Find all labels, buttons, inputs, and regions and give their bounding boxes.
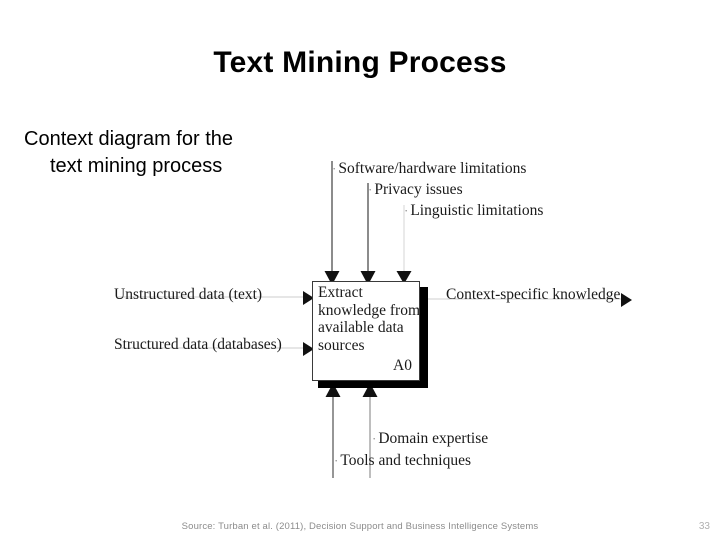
bullet-glyph-icon: ·: [404, 203, 409, 218]
output-label-context-specific-knowledge: Context-specific knowledge: [446, 286, 620, 303]
body-text-line-2: text mining process: [50, 155, 223, 177]
activity-box: [312, 281, 420, 381]
input-label-structured-data: Structured data (databases): [114, 336, 282, 353]
activity-box-code: A0: [393, 357, 412, 374]
activity-box-shadow-bottom: [318, 379, 428, 388]
bullet-glyph-icon: ·: [368, 182, 373, 197]
mechanism-label-text-1: Domain expertise: [378, 430, 489, 447]
input-label-text-2: Structured data (databases): [114, 336, 282, 353]
control-label-linguistic-limitations: ·Linguistic limitations: [404, 202, 543, 219]
activity-box-label: Extract knowledge from available data so…: [318, 284, 421, 354]
input-label-text-1: Unstructured data (text): [114, 286, 263, 303]
control-label-software-hardware-limitations: ·Software/hardware limitations: [332, 160, 526, 177]
input-arrow-1: [118, 291, 314, 305]
source-note: Source: Turban et al. (2011), Decision S…: [181, 521, 539, 532]
control-arrow-2: [360, 183, 376, 285]
control-label-privacy-issues: ·Privacy issues: [368, 181, 463, 198]
mechanism-label-text-2: Tools and techniques: [340, 452, 471, 469]
control-arrow-3: [396, 205, 412, 284]
mechanism-label-domain-expertise: ·Domain expertise: [372, 430, 488, 447]
page-number: 33: [698, 521, 710, 532]
input-label-unstructured-data: Unstructured data (text): [114, 286, 262, 303]
bullet-glyph-icon: ·: [332, 161, 337, 176]
bullet-glyph-icon: ·: [334, 453, 339, 468]
body-text-line-1: Context diagram for the: [24, 128, 233, 150]
output-arrow-1: [428, 293, 632, 307]
body-text-block: Context diagram for the text mining proc…: [24, 126, 300, 180]
control-label-text-1: Software/hardware limitations: [338, 160, 527, 177]
page-title: Text Mining Process: [213, 46, 507, 79]
control-arrow-1: [324, 161, 340, 285]
bullet-glyph-icon: ·: [372, 431, 377, 446]
output-label-text-1: Context-specific knowledge: [446, 286, 621, 303]
input-arrow-2: [118, 342, 314, 356]
control-label-text-3: Linguistic limitations: [410, 202, 544, 219]
activity-box-shadow-right: [419, 287, 428, 388]
mechanism-arrow-1: [325, 383, 341, 478]
mechanism-label-tools-and-techniques: ·Tools and techniques: [334, 452, 471, 469]
control-label-text-2: Privacy issues: [374, 181, 463, 198]
mechanism-arrow-2: [362, 383, 378, 478]
